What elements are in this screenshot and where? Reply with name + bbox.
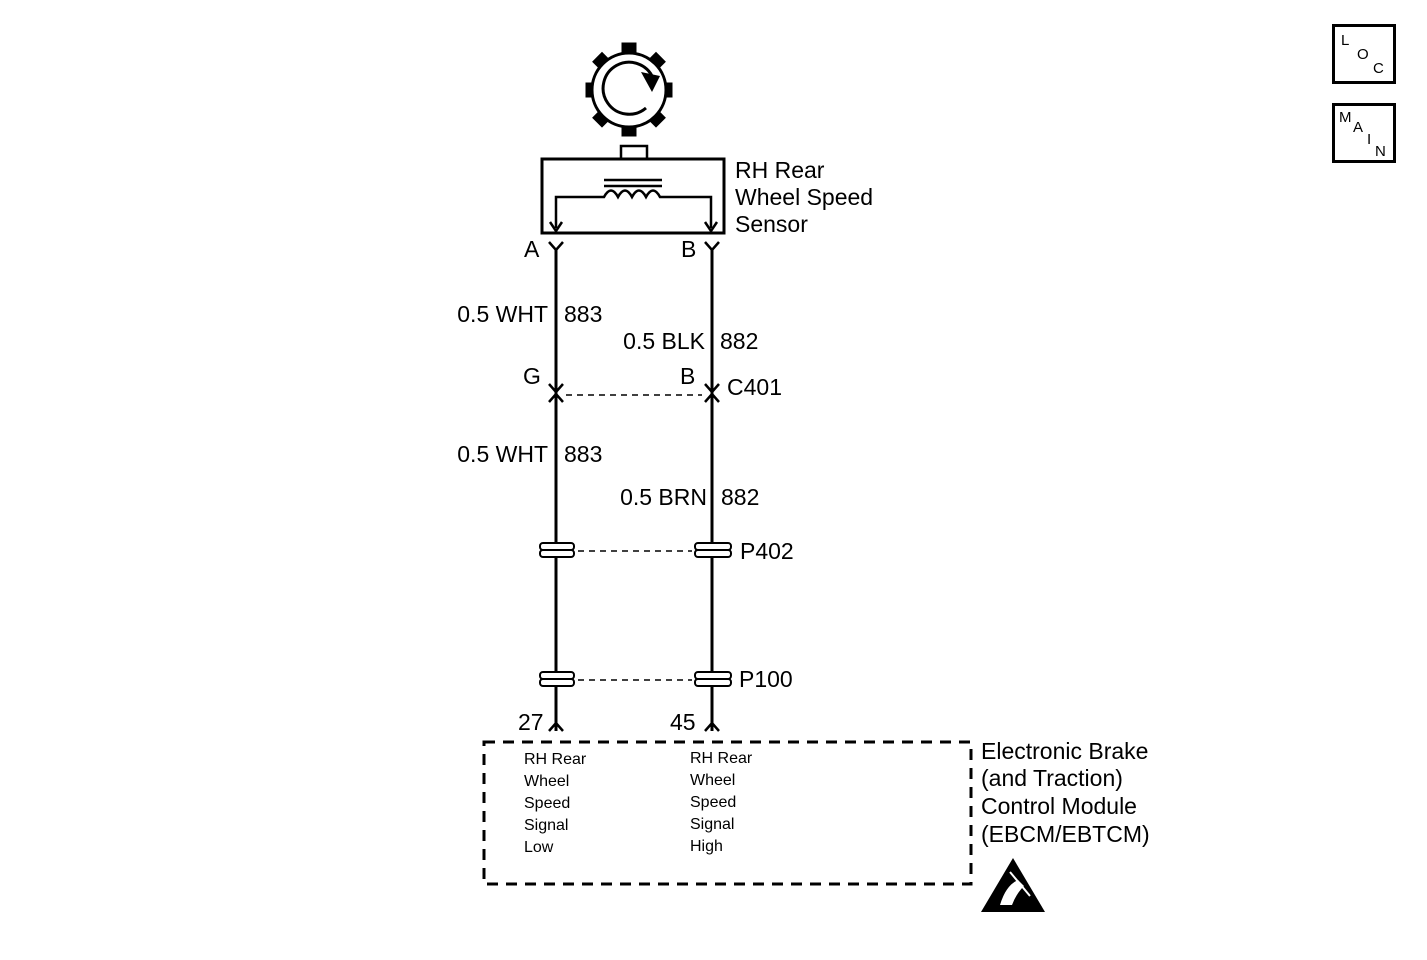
signal-low-line-1: RH Rear bbox=[524, 751, 587, 768]
wire-upper-left-color: 0.5 WHT bbox=[457, 301, 548, 327]
signal-high-line-3: Speed bbox=[690, 794, 736, 811]
sensor-terminal-b: B bbox=[681, 236, 696, 262]
main-letter-m: M bbox=[1339, 109, 1352, 126]
wire-lines bbox=[554, 250, 714, 731]
wire-lower-right-color: 0.5 BRN bbox=[620, 484, 707, 510]
signal-high-line-1: RH Rear bbox=[690, 750, 753, 767]
p100-label: P100 bbox=[739, 666, 793, 692]
connector-p402 bbox=[539, 542, 732, 558]
signal-low-line-2: Wheel bbox=[524, 773, 569, 790]
c401-pin-b: B bbox=[680, 363, 695, 389]
loc-letter-c: C bbox=[1373, 60, 1384, 77]
c401-label: C401 bbox=[727, 374, 782, 400]
module-name-line-3: Control Module bbox=[981, 793, 1137, 819]
sensor-mount bbox=[619, 144, 649, 161]
p402-label: P402 bbox=[740, 538, 794, 564]
wire-lower-left-circuit: 883 bbox=[564, 441, 602, 467]
signal-high-line-4: Signal bbox=[690, 816, 734, 833]
sensor-arrows bbox=[548, 221, 719, 234]
main-letter-i: I bbox=[1367, 131, 1372, 148]
esd-warning-icon bbox=[981, 858, 1045, 912]
signal-high-line-5: High bbox=[690, 838, 723, 855]
module-pin-marks bbox=[548, 721, 720, 732]
module-name-line-4: (EBCM/EBTCM) bbox=[981, 821, 1150, 847]
loc-letter-l: L bbox=[1341, 32, 1350, 49]
module-pin-45: 45 bbox=[670, 709, 696, 735]
wire-upper-right-circuit: 882 bbox=[720, 328, 758, 354]
connector-p100 bbox=[539, 671, 732, 687]
signal-high-line-2: Wheel bbox=[690, 772, 735, 789]
main-letter-n: N bbox=[1375, 143, 1386, 160]
sensor-name-line-3: Sensor bbox=[735, 211, 808, 237]
signal-low-line-5: Low bbox=[524, 839, 554, 856]
connector-c401 bbox=[548, 383, 720, 403]
module-box bbox=[482, 740, 973, 886]
signal-low-line-3: Speed bbox=[524, 795, 570, 812]
module-name-line-1: Electronic Brake bbox=[981, 738, 1148, 764]
sensor-terminal-a: A bbox=[524, 236, 540, 262]
loc-button[interactable]: L O C bbox=[1332, 24, 1396, 84]
sensor-name-line-1: RH Rear bbox=[735, 157, 825, 183]
tone-wheel-icon bbox=[585, 42, 673, 137]
inductor-coil-icon bbox=[554, 178, 713, 228]
main-button[interactable]: M A I N bbox=[1332, 103, 1396, 163]
wire-upper-right-color: 0.5 BLK bbox=[623, 328, 705, 354]
signal-low-line-4: Signal bbox=[524, 817, 568, 834]
main-letter-a: A bbox=[1353, 119, 1364, 136]
wire-upper-left-circuit: 883 bbox=[564, 301, 602, 327]
module-name-line-2: (and Traction) bbox=[981, 765, 1123, 791]
module-pin-27: 27 bbox=[518, 709, 544, 735]
wire-lower-left-color: 0.5 WHT bbox=[457, 441, 548, 467]
sensor-name-line-2: Wheel Speed bbox=[735, 184, 873, 210]
loc-letter-o: O bbox=[1357, 46, 1369, 63]
wire-lower-right-circuit: 882 bbox=[721, 484, 759, 510]
c401-pin-g: G bbox=[523, 363, 541, 389]
